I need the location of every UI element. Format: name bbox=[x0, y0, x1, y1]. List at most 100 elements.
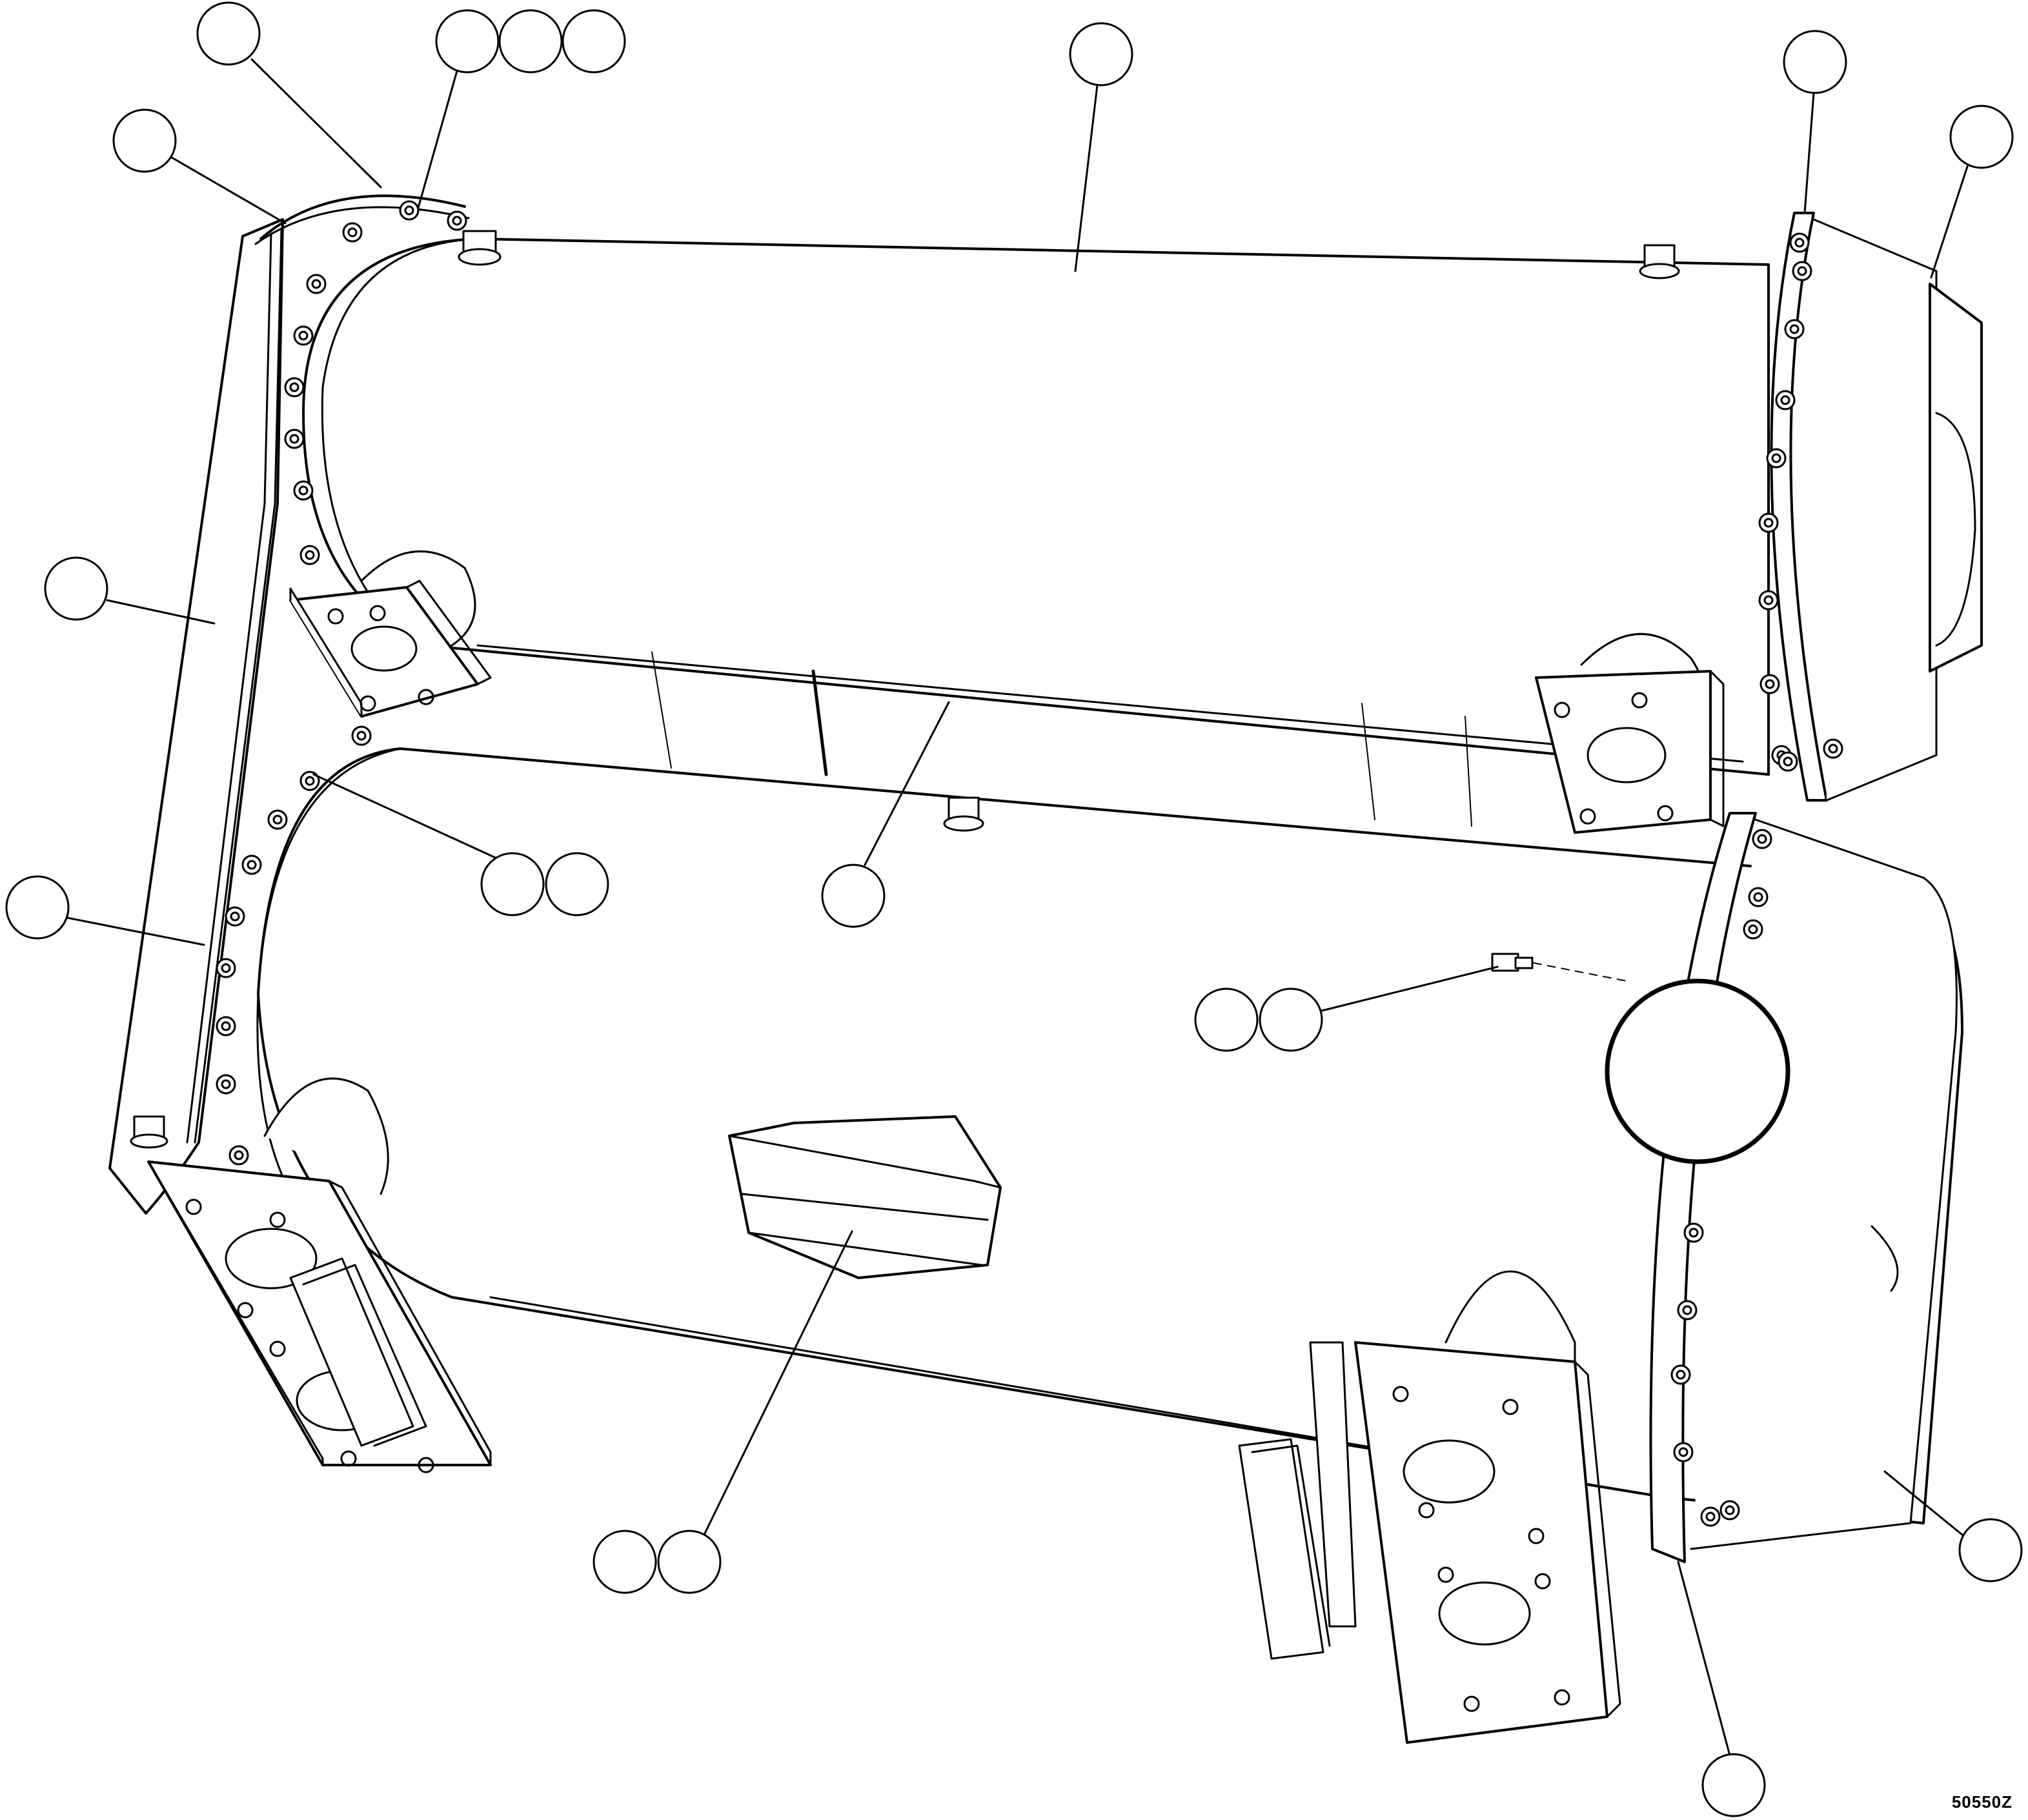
flange-bolt bbox=[1700, 1506, 1721, 1527]
flange-bolt bbox=[306, 274, 327, 294]
callout-bubble bbox=[112, 108, 177, 173]
flange-bolt-head bbox=[298, 330, 309, 341]
callout-bubble bbox=[44, 556, 108, 621]
flange-bolt bbox=[1758, 512, 1779, 533]
flange-bolt-head bbox=[221, 1021, 231, 1031]
frame-nozzle bbox=[130, 1115, 168, 1149]
round-nozzle-flange bbox=[1605, 978, 1790, 1164]
callout-bubble bbox=[545, 852, 609, 916]
flange-bolt-head bbox=[1763, 595, 1774, 605]
callout-leader-line bbox=[312, 773, 498, 860]
flange-bolt-head bbox=[1789, 324, 1800, 334]
flange-bolt-head bbox=[1757, 834, 1767, 844]
flange-bolt bbox=[1719, 1500, 1740, 1521]
flange-bolt bbox=[1677, 1300, 1698, 1320]
callout-bubble bbox=[657, 1530, 722, 1594]
flange-bolt bbox=[284, 377, 305, 398]
upper-right-support-pad bbox=[1535, 632, 1725, 834]
callout-bubble bbox=[1783, 30, 1847, 94]
flange-bolt-head bbox=[247, 860, 257, 870]
callout-bubble bbox=[196, 1, 261, 66]
flange-bolt bbox=[284, 429, 305, 449]
callout-leader-line bbox=[417, 70, 458, 209]
callout-leader-line bbox=[1930, 165, 1969, 279]
callout-bubble bbox=[1949, 105, 2014, 169]
figure-id: 50550Z bbox=[1951, 1792, 2013, 1812]
callout-bubble bbox=[5, 875, 70, 940]
flange-bolt bbox=[216, 1074, 236, 1095]
flange-bolt-head bbox=[1725, 1505, 1735, 1515]
callout-leader-line bbox=[66, 916, 205, 946]
callout-leader-line bbox=[1803, 92, 1815, 214]
callout-layer bbox=[5, 1, 2023, 1817]
flange-bolt-head bbox=[221, 1079, 231, 1089]
lower-shell-nozzle bbox=[943, 796, 984, 832]
callout-bubble bbox=[1069, 22, 1133, 86]
callout-leader-line bbox=[106, 599, 216, 625]
callout-bubble bbox=[1194, 987, 1259, 1052]
flange-bolt bbox=[228, 1145, 249, 1166]
upper-shell bbox=[302, 230, 1892, 827]
callout-bubble bbox=[1259, 987, 1323, 1052]
callout-bubble bbox=[593, 1530, 657, 1594]
flange-bolt-head bbox=[1682, 1305, 1692, 1315]
flange-bolt bbox=[267, 809, 288, 830]
flange-bolt-head bbox=[289, 434, 299, 444]
flange-bolt bbox=[1748, 887, 1769, 907]
upper-shell-nozzle bbox=[1639, 244, 1680, 279]
flange-bolt-layer bbox=[216, 200, 1843, 1527]
flange-bolt-head bbox=[1676, 1370, 1686, 1380]
flange-bolt-head bbox=[1748, 924, 1758, 935]
flange-bolt-head bbox=[298, 485, 309, 496]
flange-bolt bbox=[216, 958, 236, 978]
flange-bolt bbox=[1752, 829, 1772, 849]
flange-bolt bbox=[299, 545, 320, 565]
callout-leader-line bbox=[702, 1230, 853, 1537]
flange-bolt-head bbox=[1780, 395, 1790, 405]
flange-bolt-head bbox=[1771, 453, 1781, 463]
upper-left-support-pad bbox=[289, 550, 492, 718]
flange-bolt-head bbox=[230, 911, 240, 922]
flange-bolt bbox=[1784, 319, 1805, 339]
flange-bolt-head bbox=[452, 216, 462, 226]
flange-bolt bbox=[241, 854, 262, 875]
callout-bubble bbox=[435, 9, 500, 74]
flange-bolt-head bbox=[356, 731, 367, 741]
flange-bolt bbox=[1792, 261, 1812, 281]
callout-leader-line bbox=[170, 156, 287, 225]
flange-bolt-head bbox=[272, 814, 283, 825]
flange-bolt-head bbox=[289, 382, 299, 392]
lower-left-support-pad bbox=[147, 1077, 492, 1473]
left-end-frame bbox=[108, 194, 470, 1215]
lower-right-support-pad bbox=[1238, 1270, 1621, 1744]
flange-bolt-head bbox=[1765, 679, 1775, 689]
flange-bolt bbox=[1823, 738, 1843, 759]
flange-bolt-head bbox=[305, 550, 315, 560]
flange-bolt-head bbox=[311, 279, 321, 289]
flange-bolt bbox=[351, 725, 372, 746]
flange-bolt-head bbox=[221, 963, 231, 973]
flange-bolt-head bbox=[1794, 238, 1805, 248]
flange-bolt bbox=[399, 200, 420, 221]
flange-bolt-head bbox=[234, 1150, 244, 1160]
callout-leader-line bbox=[1677, 1561, 1731, 1757]
flange-bolt-head bbox=[404, 205, 414, 216]
flange-bolt-head bbox=[1797, 266, 1807, 276]
callout-leader-line bbox=[250, 58, 382, 188]
flange-bolt bbox=[1683, 1222, 1704, 1243]
callout-bubble bbox=[1958, 1518, 2023, 1582]
callout-bubble bbox=[821, 864, 886, 928]
callout-bubble bbox=[480, 852, 545, 916]
flange-bolt bbox=[293, 325, 314, 346]
callout-bubble bbox=[498, 9, 563, 74]
flange-bolt bbox=[1759, 674, 1780, 694]
flange-bolt-head bbox=[1828, 743, 1838, 754]
flange-bolt bbox=[225, 906, 245, 927]
upper-shell-nozzle bbox=[458, 230, 502, 266]
callout-leader-line bbox=[1321, 966, 1499, 1012]
callout-leader-line bbox=[1883, 1470, 1963, 1536]
folded-baffle-plate bbox=[728, 1115, 1002, 1279]
flange-bolt-head bbox=[1783, 756, 1793, 767]
flange-bolt bbox=[1778, 751, 1798, 772]
upper-right-head bbox=[1770, 212, 1983, 802]
